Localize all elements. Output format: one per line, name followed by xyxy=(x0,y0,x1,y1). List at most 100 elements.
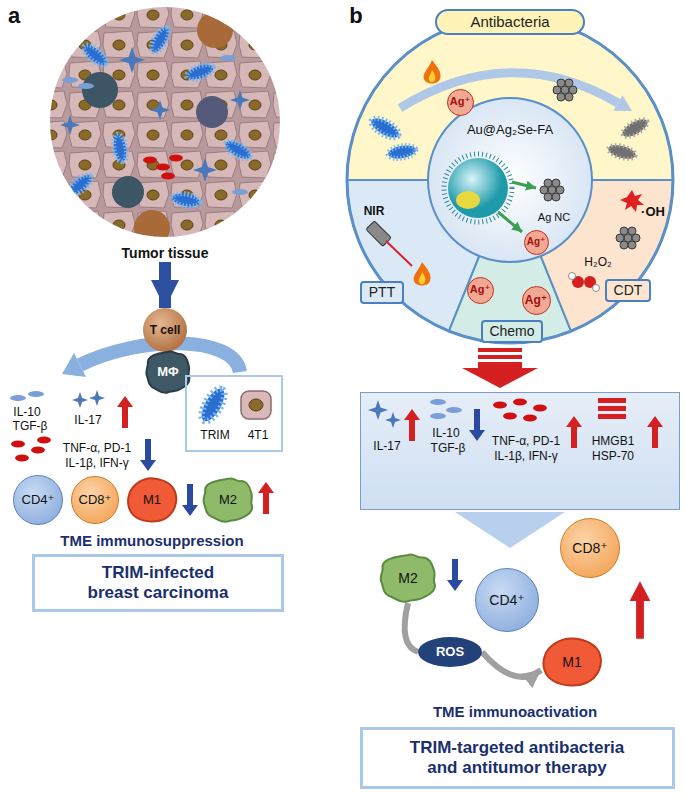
cytokine-label: TGF-β xyxy=(13,419,48,433)
node-text: Ag NC xyxy=(538,211,570,224)
illustration-part xyxy=(230,90,250,110)
illustration-part xyxy=(404,409,420,441)
illustration-part xyxy=(447,559,463,591)
illustration-part xyxy=(456,191,480,209)
illustration-part xyxy=(616,227,640,249)
node-text: T cell xyxy=(150,323,181,337)
node-text: CD4⁺ xyxy=(22,492,55,508)
node-text: CDT xyxy=(614,282,643,299)
trim-4t1-box: TRIM4T1 xyxy=(185,375,283,452)
panel-letter: b xyxy=(349,3,362,29)
illustration-part xyxy=(455,512,565,548)
illustration-part xyxy=(49,6,281,238)
illustration-part xyxy=(368,115,401,142)
segment-label: CDT xyxy=(605,279,651,302)
tumor-tissue-region: Tumor tissue xyxy=(47,4,283,262)
nanoparticle-core: Au@Ag₂Se-FA Ag NC Ag⁺ xyxy=(428,98,592,262)
illustration-part xyxy=(112,133,129,163)
illustration-part xyxy=(620,116,650,140)
illustration-part xyxy=(385,412,401,428)
illustration-part xyxy=(89,390,105,406)
illustration-part xyxy=(493,402,507,409)
illustration-part xyxy=(72,392,88,408)
illustration-part xyxy=(37,437,51,444)
flow-arrow xyxy=(405,603,418,652)
section-heading: TME immunoactivation xyxy=(433,703,597,721)
illustration-part xyxy=(598,398,626,403)
illustration-part xyxy=(112,176,144,208)
silver-ion: Ag⁺ xyxy=(522,286,551,315)
cytokine-label: TNF-α, PD-1 xyxy=(63,441,131,455)
cd4-cell: CD4⁺ xyxy=(13,475,63,525)
conclusion-box: TRIM-targeted antibacteria and antitumor… xyxy=(360,727,675,789)
segment-label: PTT xyxy=(360,281,404,304)
illustration-part xyxy=(78,83,94,89)
illustration-part xyxy=(513,399,527,406)
node-text: Ag⁺ xyxy=(450,95,470,108)
illustration-part xyxy=(569,273,576,280)
illustration-part xyxy=(462,368,538,388)
illustration-part xyxy=(241,391,271,419)
node-text: CD4⁺ xyxy=(489,592,524,609)
node-text: M1 xyxy=(143,492,161,508)
cytokine-label: IL-10 xyxy=(13,405,40,419)
radical-label: ·OH xyxy=(641,204,665,220)
illustration-part xyxy=(82,72,118,108)
node-text: IL-1β, IFN-γ xyxy=(494,449,558,463)
tumor-tissue xyxy=(47,4,283,246)
illustration-part xyxy=(193,158,217,182)
illustration-part xyxy=(444,154,512,222)
illustration-part xyxy=(15,455,29,462)
cytokine-panel: IL-17IL-10TGF-βTNF-α, PD-1IL-1β, IFN-γHM… xyxy=(360,392,680,510)
illustration-part xyxy=(171,192,201,209)
illustration-part xyxy=(647,416,663,448)
cell-outline xyxy=(146,351,189,393)
illustration-part xyxy=(386,241,412,266)
illustration-part xyxy=(47,4,283,240)
node-text: TRIM-targeted antibacteria and antitumor… xyxy=(402,738,632,779)
illustration-part xyxy=(134,210,170,246)
node-text: Ag⁺ xyxy=(470,283,490,296)
illustration-part xyxy=(478,355,522,359)
illustration-part xyxy=(140,439,156,471)
illustration-part xyxy=(503,413,517,420)
laser-label: NIR xyxy=(364,204,385,218)
illustration-part xyxy=(117,396,133,428)
node-text: Au@Ag₂Se-FA xyxy=(467,122,553,138)
t-cell: T cell xyxy=(143,308,187,352)
illustration-part xyxy=(387,144,417,161)
node-text: IL-10 xyxy=(432,426,459,440)
m2-macrophage: M2 xyxy=(202,477,254,523)
cd4-cell: CD4⁺ xyxy=(475,568,539,632)
illustration-part xyxy=(446,407,462,413)
illustration-part xyxy=(430,399,446,405)
illustration-part xyxy=(512,182,536,188)
illustration-part xyxy=(11,441,25,448)
node-text: Ag⁺ xyxy=(525,293,547,307)
node-text: Tumor tissue xyxy=(122,245,209,262)
m1-macrophage: M1 xyxy=(541,637,603,687)
illustration-part xyxy=(258,482,274,514)
illustration-part xyxy=(498,212,522,232)
illustration-part xyxy=(478,348,522,352)
panel-letter: a xyxy=(8,3,20,29)
node-text: TNF-α, PD-1 xyxy=(492,434,560,448)
illustration-part xyxy=(428,98,592,262)
illustration-part xyxy=(424,60,441,84)
illustration-part xyxy=(614,95,633,111)
illustration-part xyxy=(150,100,170,120)
node-text: TRIM-infected breast carcinoma xyxy=(81,563,236,604)
cd8-cell: CD8⁺ xyxy=(71,476,119,524)
illustration-part xyxy=(80,41,109,68)
silver-ion: Ag⁺ xyxy=(524,230,549,255)
node-text: TRIM xyxy=(200,428,229,442)
illustration-part xyxy=(478,362,522,368)
illustration-part xyxy=(620,190,644,212)
illustration-part xyxy=(62,77,78,83)
illustration-part xyxy=(448,158,508,218)
node-text: Antibacteria xyxy=(470,13,549,31)
molecule-label: H₂O₂ xyxy=(584,255,611,269)
flow-arrow xyxy=(482,652,541,677)
illustration-part xyxy=(540,179,564,201)
